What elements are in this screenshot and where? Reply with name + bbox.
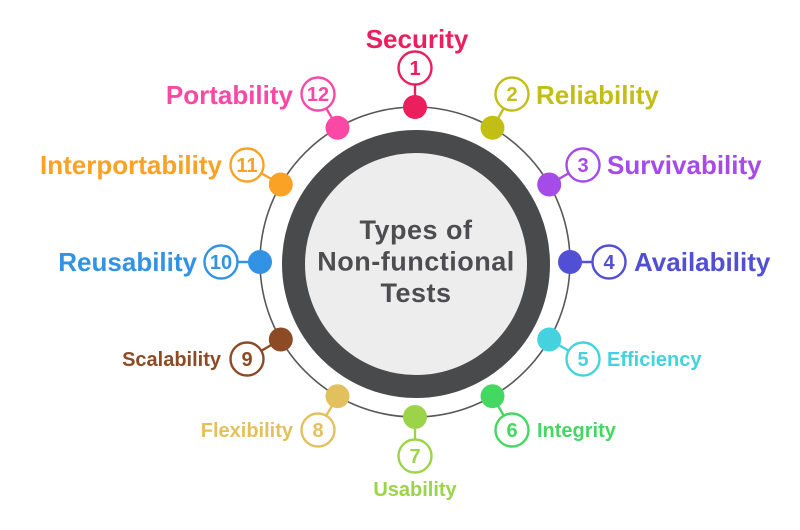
node-dot <box>325 115 350 140</box>
item-label: Security <box>366 24 469 54</box>
number-circle <box>591 244 627 280</box>
number-circle <box>397 438 433 474</box>
spoke-integrity: 6 Integrity <box>480 384 617 448</box>
number-circle <box>565 147 601 183</box>
center-hub: Types of Non-functional Tests <box>282 130 550 398</box>
number-circle <box>300 412 336 448</box>
node-dot <box>403 95 427 119</box>
spoke-flexibility: 8 Flexibility <box>201 384 350 448</box>
number-label: 4 <box>603 252 615 274</box>
number-circle <box>565 341 601 377</box>
item-label: Scalability <box>122 349 222 371</box>
spoke-portability: 12 Portability <box>166 76 350 140</box>
number-circle <box>494 412 530 448</box>
spoke-scalability: 9 Scalability <box>122 327 293 377</box>
node-dot <box>268 172 293 197</box>
item-label: Flexibility <box>201 420 294 442</box>
number-label: 10 <box>210 252 232 274</box>
item-label: Usability <box>373 479 457 501</box>
node-dot <box>480 384 505 409</box>
node-dot <box>325 384 350 409</box>
item-label: Reusability <box>58 247 197 277</box>
item-label: Survivability <box>607 150 762 180</box>
number-label: 5 <box>577 349 588 371</box>
node-dot <box>558 250 582 274</box>
spoke-survivability: 3 Survivability <box>537 147 762 197</box>
node-dot <box>480 115 505 140</box>
spoke-interportability: 11 Interportability <box>40 147 293 197</box>
number-label: 6 <box>506 420 517 442</box>
node-dot <box>268 327 293 352</box>
spoke-usability: 7 Usability <box>373 405 458 501</box>
number-label: 3 <box>577 155 588 177</box>
spoke-reliability: 2 Reliability <box>480 76 659 140</box>
node-dot <box>248 250 272 274</box>
number-label: 2 <box>506 84 517 106</box>
number-circle <box>203 244 239 280</box>
item-label: Interportability <box>40 150 223 180</box>
center-title-line-2: Non-functional <box>317 247 514 277</box>
number-label: 9 <box>241 349 252 371</box>
spoke-availability: 4 Availability <box>558 244 771 280</box>
node-dot <box>403 405 427 429</box>
item-label: Portability <box>166 80 294 110</box>
number-label: 7 <box>409 446 420 468</box>
spoke-security: 1 Security <box>366 24 469 119</box>
spoke-reusability: 10 Reusability <box>58 244 272 280</box>
item-label: Reliability <box>536 80 659 110</box>
node-dot <box>537 172 562 197</box>
number-label: 11 <box>236 155 257 177</box>
item-label: Availability <box>634 247 771 277</box>
center-circle <box>282 130 550 398</box>
number-label: 12 <box>307 84 329 106</box>
node-dot <box>537 327 562 352</box>
spoke-efficiency: 5 Efficiency <box>537 327 702 377</box>
item-label: Integrity <box>537 420 617 442</box>
number-label: 8 <box>312 420 323 442</box>
number-label: 1 <box>409 58 420 80</box>
number-circle <box>494 76 530 112</box>
center-title-line-1: Types of <box>359 215 473 245</box>
number-circle <box>229 147 265 183</box>
item-label: Efficiency <box>607 349 702 371</box>
center-title-line-3: Tests <box>380 278 451 308</box>
number-circle <box>397 50 433 86</box>
number-circle <box>300 76 336 112</box>
number-circle <box>229 341 265 377</box>
